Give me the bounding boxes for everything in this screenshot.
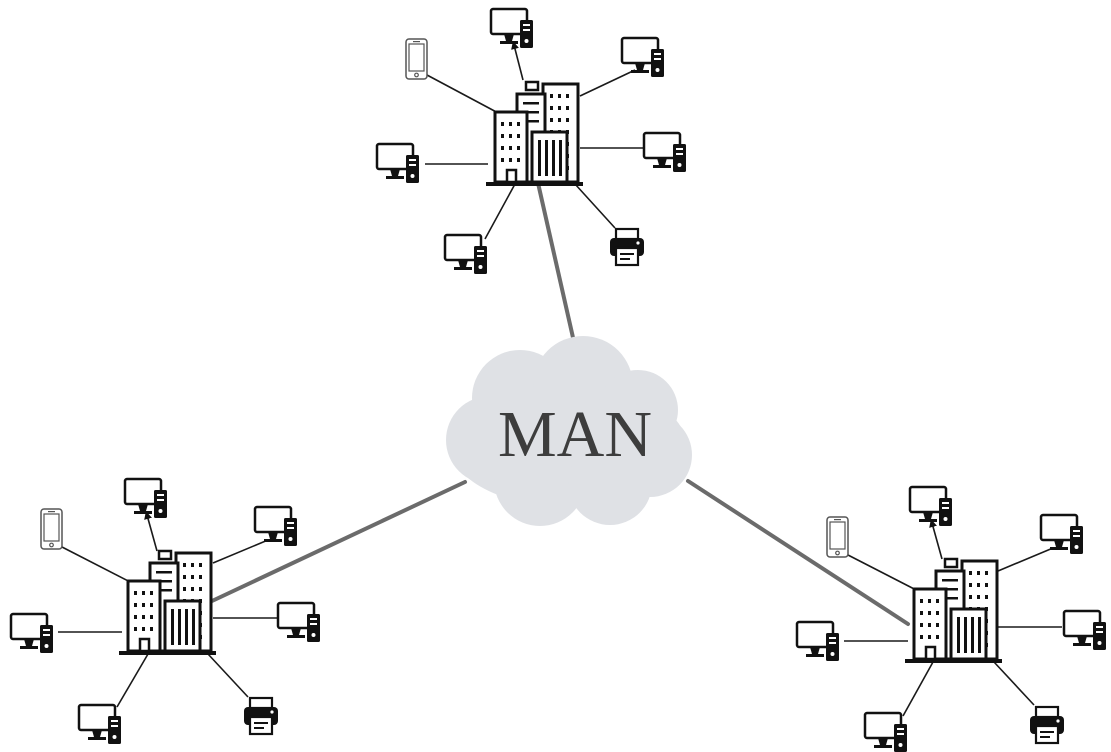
desktop-computer-icon [9, 612, 55, 655]
desktop-computer-icon [1062, 609, 1108, 652]
link-left-to-man [210, 480, 467, 603]
site-left [9, 477, 322, 746]
smartphone-icon [826, 516, 849, 558]
smartphone-icon [40, 508, 63, 550]
office-building-icon [484, 80, 585, 188]
desktop-computer-icon [253, 505, 299, 548]
site-top [375, 7, 688, 276]
backbone-links [210, 181, 910, 626]
printer-icon [608, 227, 646, 267]
smartphone-icon [405, 38, 428, 80]
office-building-icon [117, 549, 218, 657]
man-cloud: MAN [446, 336, 692, 526]
site-right [795, 485, 1108, 752]
office-building-icon [903, 557, 1004, 665]
device-links [425, 41, 643, 240]
desktop-computer-icon [443, 233, 489, 276]
cloud-icon [446, 336, 692, 526]
man-label: MAN [498, 398, 652, 471]
desktop-computer-icon [375, 142, 421, 185]
device-links [844, 519, 1062, 717]
desktop-computer-icon [1039, 513, 1085, 556]
device-links [58, 511, 277, 708]
link-right-to-man [686, 479, 910, 626]
desktop-computer-icon [642, 131, 688, 174]
desktop-computer-icon [795, 620, 841, 663]
desktop-computer-icon [276, 601, 322, 644]
desktop-computer-icon [863, 711, 909, 752]
desktop-computer-icon [908, 485, 954, 528]
printer-icon [242, 696, 280, 736]
desktop-computer-icon [489, 7, 535, 50]
desktop-computer-icon [77, 703, 123, 746]
link-top-to-man [536, 181, 576, 344]
desktop-computer-icon [620, 36, 666, 79]
printer-icon [1028, 705, 1066, 745]
desktop-computer-icon [123, 477, 169, 520]
